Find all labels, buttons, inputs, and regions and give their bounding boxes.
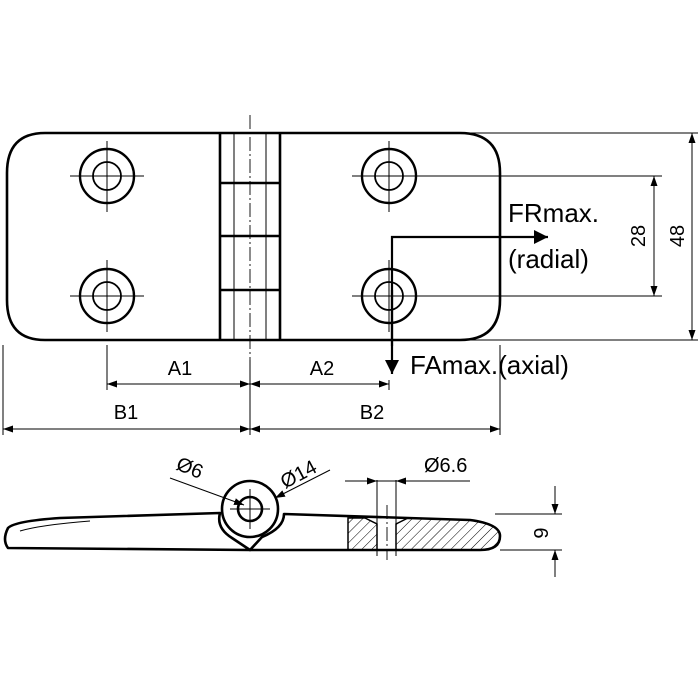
- left-leaf-inner-line: [19, 520, 91, 532]
- side-view: Ø6.6 Ø6 Ø14 9: [3, 453, 562, 577]
- top-view: FRmax. (radial) FAmax.(axial) A1 A2 B1 B…: [2, 115, 698, 435]
- dim-pin-leader: [169, 477, 245, 506]
- axial-force-label: FAmax.(axial): [410, 350, 569, 380]
- dimension-hole-spacing: 28: [420, 175, 662, 297]
- dim-knuckle-leader: [274, 469, 331, 499]
- dimension-a: A1 A2: [106, 345, 390, 435]
- dim-b1-label: B1: [114, 402, 138, 424]
- radial-force-label-line2: (radial): [508, 244, 589, 274]
- dim-knuckle-diameter-label: Ø14: [277, 456, 321, 493]
- dim-28-label: 28: [628, 225, 650, 247]
- section-hatch-right: [395, 517, 501, 551]
- hole-top-left: [70, 141, 144, 212]
- dim-a1-label: A1: [168, 358, 192, 380]
- hole-top-right: [352, 141, 426, 212]
- section-hatch-left: [347, 517, 378, 551]
- dim-48-label: 48: [667, 225, 689, 247]
- dim-a2-label: A2: [310, 358, 334, 380]
- dim-thickness-label: 9: [531, 527, 553, 538]
- dim-hole-diameter-label: Ø6.6: [424, 455, 467, 477]
- hinge-plate-outline: [5, 131, 502, 342]
- dim-b2-label: B2: [360, 402, 384, 424]
- radial-force-label-line1: FRmax.: [508, 198, 599, 228]
- left-leaf-outline: [3, 511, 252, 552]
- hole-bottom-right: [352, 260, 426, 332]
- dimension-total-height: 48: [470, 132, 698, 341]
- dim-pin-diameter-label: Ø6: [173, 453, 206, 483]
- hole-bottom-left: [70, 260, 144, 332]
- knuckle-outer: [220, 479, 280, 539]
- dimension-b: B1 B2: [2, 345, 501, 435]
- force-arrows: FRmax. (radial) FAmax.(axial): [385, 198, 599, 380]
